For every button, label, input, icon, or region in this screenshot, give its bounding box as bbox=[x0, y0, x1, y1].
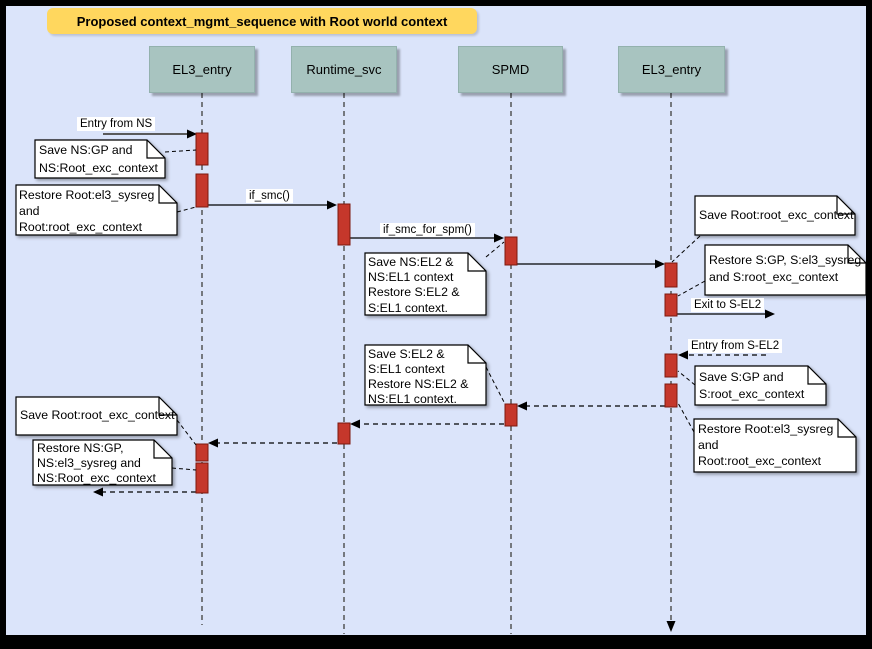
arrowhead-icon bbox=[678, 350, 688, 360]
diagram-title: Proposed context_mgmt_sequence with Root… bbox=[47, 8, 477, 34]
note-line: and S:root_exc_context bbox=[709, 270, 839, 284]
note-line: Save S:EL2 & bbox=[368, 347, 445, 361]
arrowhead-icon bbox=[327, 200, 337, 210]
note-line: NS:EL1 context. bbox=[368, 392, 457, 406]
note-connector bbox=[671, 235, 701, 263]
note-line: S:EL1 context bbox=[368, 362, 445, 376]
note-line: NS:Root_exc_context bbox=[39, 160, 158, 175]
lifeline-end-arrow-icon bbox=[666, 621, 676, 632]
note-restore-ns-gp bbox=[32, 439, 173, 486]
message-label-exit-to-sel2: Exit to S-EL2 bbox=[691, 298, 765, 312]
activation-bar bbox=[504, 236, 518, 266]
activation-bar bbox=[337, 422, 351, 445]
note-text: Save Root:root_exc_context bbox=[699, 208, 854, 222]
note-text: Restore Root:el3_sysreg and Root:root_ex… bbox=[19, 187, 154, 235]
note-text: Save NS:GP and NS:Root_exc_context bbox=[39, 142, 158, 177]
note-connector bbox=[176, 419, 197, 446]
activation-bar bbox=[195, 443, 209, 462]
note-line: S:EL1 context. bbox=[368, 300, 448, 315]
arrowhead-icon bbox=[208, 438, 218, 448]
lifeline-header-el3-entry-1: EL3_entry bbox=[149, 46, 255, 93]
note-line: Restore S:EL2 & bbox=[368, 285, 460, 300]
lifeline-label: EL3_entry bbox=[172, 62, 232, 77]
note-connector bbox=[485, 366, 506, 405]
note-connector bbox=[164, 149, 197, 153]
note-text: Restore Root:el3_sysreg and Root:root_ex… bbox=[698, 421, 833, 469]
message-label-entry-from-ns: Entry from NS bbox=[77, 117, 156, 131]
note-line: S:root_exc_context bbox=[699, 387, 805, 401]
arrowhead-icon bbox=[494, 233, 504, 243]
lifeline-header-spmd: SPMD bbox=[458, 46, 563, 93]
lifeline-header-el3-entry-2: EL3_entry bbox=[618, 46, 725, 93]
lifeline-label: SPMD bbox=[491, 62, 530, 77]
note-line: and bbox=[19, 204, 40, 218]
note-line: NS:el3_sysreg and bbox=[37, 455, 141, 470]
note-text: Save Root:root_exc_context bbox=[20, 408, 175, 422]
note-text: Save S:GP and S:root_exc_context bbox=[699, 369, 804, 403]
arrowhead-icon bbox=[93, 487, 103, 497]
note-line: Save Root:root_exc_context bbox=[699, 208, 854, 222]
arrowhead-icon bbox=[187, 129, 197, 139]
note-restore-s bbox=[704, 244, 867, 296]
message-label-if-smc: if_smc() bbox=[246, 189, 293, 203]
note-line: NS:EL1 context bbox=[368, 270, 454, 285]
note-line: Save S:GP and bbox=[699, 370, 784, 384]
activation-bar bbox=[195, 173, 209, 208]
activation-bar bbox=[664, 262, 678, 288]
activation-bar bbox=[664, 383, 678, 408]
note-save-s-gp bbox=[694, 365, 827, 406]
note-connector bbox=[677, 402, 695, 433]
note-text: Restore NS:GP, NS:el3_sysreg and NS:Root… bbox=[37, 441, 156, 485]
note-spmd-save-s bbox=[364, 344, 487, 406]
note-line: NS:Root_exc_context bbox=[37, 470, 156, 485]
arrowhead-icon bbox=[517, 401, 527, 411]
note-line: Restore Root:el3_sysreg bbox=[698, 422, 834, 436]
activation-bar bbox=[337, 203, 351, 246]
note-line: Save Root:root_exc_context bbox=[20, 408, 175, 422]
note-text: Save NS:EL2 & NS:EL1 context Restore S:E… bbox=[368, 255, 460, 316]
note-line: Restore S:GP, S:el3_sysreg bbox=[709, 253, 862, 267]
note-connector bbox=[677, 280, 706, 297]
activation-bar bbox=[664, 353, 678, 378]
activation-bar bbox=[504, 403, 518, 427]
arrowhead-icon bbox=[655, 259, 665, 269]
lifeline-label: Runtime_svc bbox=[306, 62, 382, 77]
arrowhead-icon bbox=[765, 309, 775, 319]
note-line: Save NS:EL2 & bbox=[368, 255, 454, 269]
arrowhead-icon bbox=[350, 419, 360, 429]
note-line: Root:root_exc_context bbox=[698, 454, 822, 468]
message-label-if-smc-for-spm: if_smc_for_spm() bbox=[380, 223, 475, 237]
note-restore-root-right bbox=[693, 418, 857, 473]
note-line: Restore NS:EL2 & bbox=[368, 377, 469, 391]
lifeline-header-runtime-svc: Runtime_svc bbox=[291, 46, 397, 93]
note-line: Restore Root:el3_sysreg bbox=[19, 188, 155, 202]
note-save-root-right bbox=[694, 195, 856, 236]
activation-bar bbox=[195, 462, 209, 494]
note-line: and bbox=[698, 438, 719, 452]
activation-bar bbox=[664, 293, 678, 317]
note-connector bbox=[485, 241, 505, 258]
note-line: Restore NS:GP, bbox=[37, 441, 124, 455]
note-line: Save NS:GP and bbox=[39, 143, 133, 157]
note-text: Restore S:GP, S:el3_sysreg and S:root_ex… bbox=[709, 252, 861, 286]
note-restore-root-left bbox=[15, 184, 178, 236]
activation-bar bbox=[195, 132, 209, 166]
note-save-ns-gp bbox=[34, 139, 166, 179]
note-line: Root:root_exc_context bbox=[19, 220, 143, 234]
note-save-root-left bbox=[15, 396, 178, 436]
lifeline-label: EL3_entry bbox=[641, 62, 702, 77]
note-text: Save S:EL2 & S:EL1 context Restore NS:EL… bbox=[368, 347, 468, 407]
note-spmd-save-ns bbox=[364, 252, 487, 316]
note-connector bbox=[171, 467, 197, 471]
note-connector bbox=[176, 206, 197, 213]
diagram-background bbox=[6, 6, 866, 635]
message-label-entry-from-sel2: Entry from S-EL2 bbox=[688, 339, 783, 353]
note-connector bbox=[677, 370, 696, 386]
